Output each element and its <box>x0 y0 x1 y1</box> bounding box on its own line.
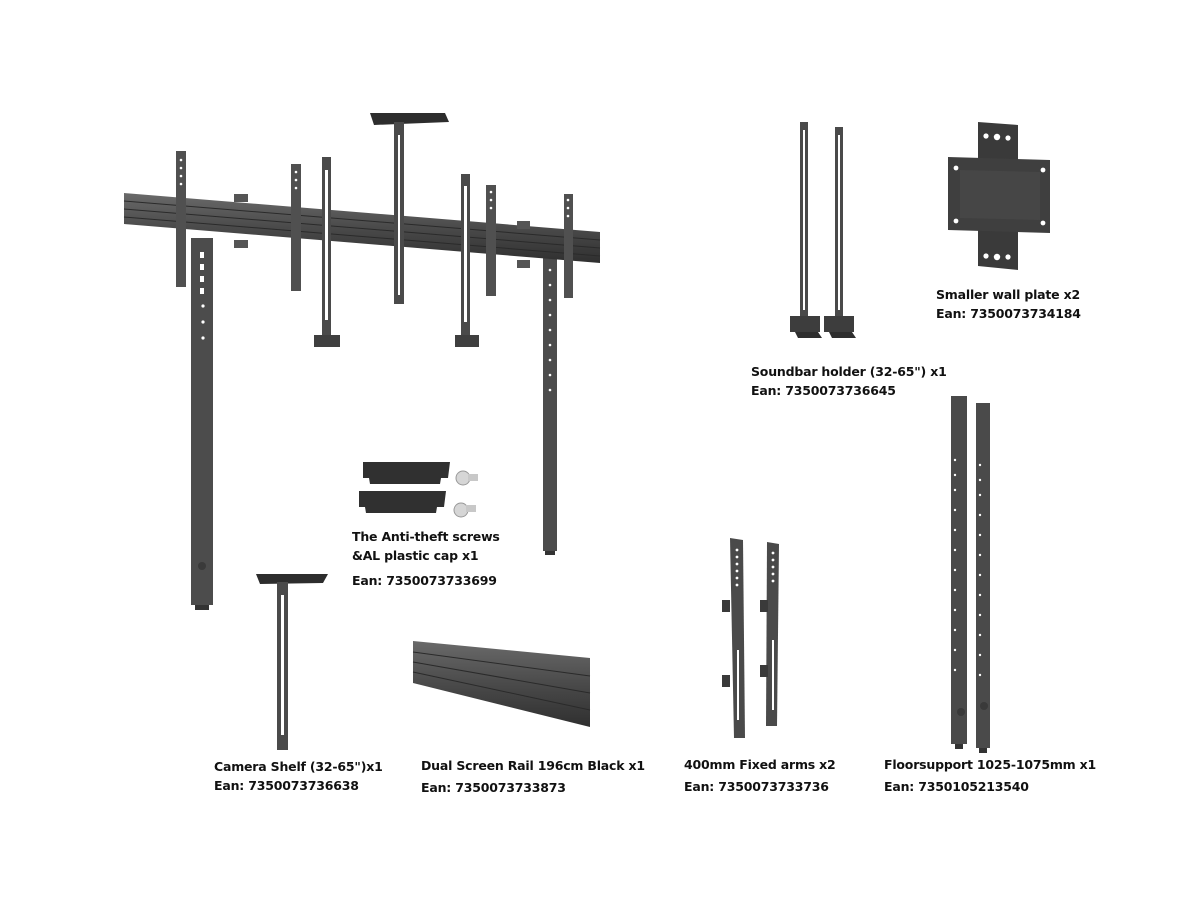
product-ean: Ean: 7350073734184 <box>936 306 1081 321</box>
camera-shelf-illustration <box>256 574 328 750</box>
mount-arm-1 <box>176 151 186 287</box>
fixed-arms-illustration <box>722 538 779 738</box>
dual-screen-rail-illustration <box>412 641 591 727</box>
product-name: 400mm Fixed arms x2 <box>684 757 836 772</box>
caption-camera-shelf: Camera Shelf (32-65")x1 Ean: 73500737366… <box>214 757 383 795</box>
product-ean: Ean: 7350073733736 <box>684 779 829 794</box>
wall-plate-illustration <box>948 122 1050 270</box>
floorsupport-illustration <box>951 396 990 753</box>
caption-anti-theft-screws: The Anti-theft screws &AL plastic cap x1… <box>352 527 500 590</box>
right-floor-leg <box>543 256 557 551</box>
caption-smaller-wall-plate: Smaller wall plate x2 Ean: 7350073734184 <box>936 285 1081 323</box>
product-ean: Ean: 7350073736638 <box>214 778 359 793</box>
assembled-mount-illustration <box>123 113 601 610</box>
product-name: The Anti-theft screws <box>352 529 500 544</box>
mount-arm-4 <box>564 194 573 298</box>
mount-arm-2 <box>291 164 301 291</box>
caption-floorsupport: Floorsupport 1025-1075mm x1 Ean: 7350105… <box>884 755 1096 796</box>
soundbar-holder-illustration <box>790 122 856 338</box>
product-name: Dual Screen Rail 196cm Black x1 <box>421 758 645 773</box>
product-name: Soundbar holder (32-65") x1 <box>751 364 947 379</box>
product-name-line2: &AL plastic cap x1 <box>352 548 479 563</box>
left-floor-leg <box>191 238 213 605</box>
caption-fixed-arms: 400mm Fixed arms x2 Ean: 7350073733736 <box>684 755 836 796</box>
caption-dual-screen-rail: Dual Screen Rail 196cm Black x1 Ean: 735… <box>421 756 645 797</box>
mount-arm-3 <box>486 185 496 296</box>
product-name: Floorsupport 1025-1075mm x1 <box>884 757 1097 772</box>
product-name: Smaller wall plate x2 <box>936 287 1080 302</box>
product-ean: Ean: 7350073733699 <box>352 573 497 588</box>
anti-theft-screws-illustration <box>359 462 478 518</box>
caption-soundbar-holder: Soundbar holder (32-65") x1 Ean: 7350073… <box>751 362 947 400</box>
product-ean: Ean: 7350073736645 <box>751 383 896 398</box>
mount-camera-shelf-plate <box>370 113 449 125</box>
product-ean: Ean: 7350105213540 <box>884 779 1029 794</box>
product-ean: Ean: 7350073733873 <box>421 780 566 795</box>
product-name: Camera Shelf (32-65")x1 <box>214 759 383 774</box>
